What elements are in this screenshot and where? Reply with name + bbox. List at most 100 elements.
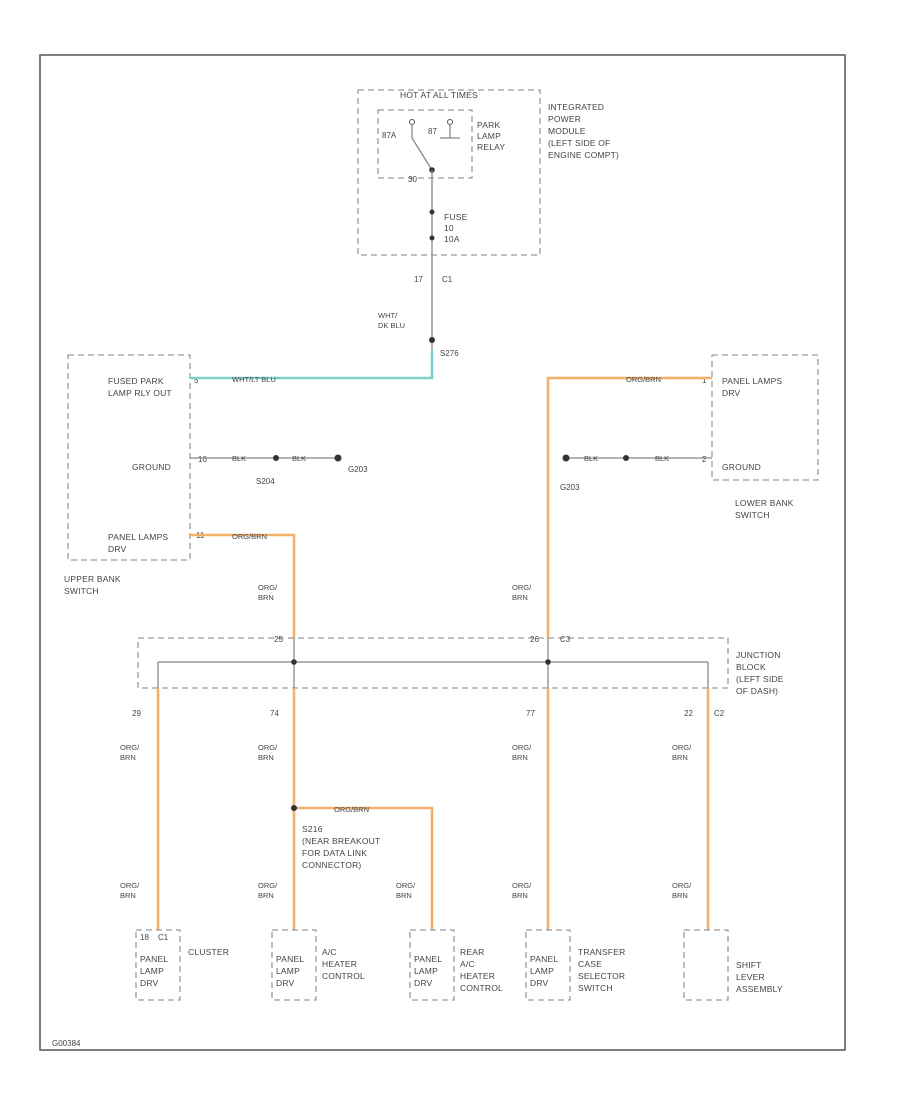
comp-wire-transfer-case: ORG/BRN — [512, 881, 532, 900]
junction-block-box — [137, 637, 729, 689]
cluster-name: CLUSTER — [188, 947, 229, 957]
splice-s276 — [429, 337, 435, 343]
junction-bottom-pin-2: 74 — [270, 709, 279, 718]
wire-color-drop-3: ORG/BRN — [512, 743, 532, 762]
comp-wire-cluster: ORG/BRN — [120, 881, 140, 900]
junction-node-right — [545, 659, 551, 665]
lower-ground-wire-2: BLK — [655, 454, 669, 463]
upper-ground-wire-1: BLK — [232, 454, 246, 463]
junction-bottom-pin-3: 77 — [526, 709, 535, 718]
ipm-connector: C1 — [442, 275, 453, 284]
s216-branch-wire-label: ORG/BRN — [334, 805, 369, 814]
ground-g203-lower — [562, 454, 570, 462]
lower-ground-label: GROUND — [722, 462, 761, 472]
junction-bottom-connector: C2 — [714, 709, 725, 718]
park-lamp-relay-box — [377, 109, 473, 179]
transfer-case-box — [525, 929, 571, 1001]
feed-wire-color: WHT/DK BLU — [378, 311, 405, 330]
fuse-terminal-bottom — [429, 235, 435, 241]
orange-wire-rear-ac-branch — [294, 806, 434, 930]
junction-top-pin-left: 25 — [274, 635, 283, 644]
orange-wire-lower-panel — [546, 376, 712, 638]
ipm-header: HOT AT ALL TIMES — [400, 90, 478, 100]
cluster-pin: 18 — [140, 933, 149, 942]
lower-panel-wire-label: ORG/BRN — [626, 375, 661, 384]
ground-g203-upper-label: G203 — [348, 465, 368, 474]
relay-pin-87a: 87A — [382, 131, 397, 140]
cluster-connector: C1 — [158, 933, 169, 942]
splice-s204 — [273, 455, 279, 461]
upper-ground-pin: 10 — [198, 455, 207, 464]
comp-wire-shift-lever: ORG/BRN — [672, 881, 692, 900]
upper-fused-pin: 5 — [194, 376, 199, 385]
lower-ground-splice — [623, 455, 629, 461]
upper-ground-wire-2: BLK — [292, 454, 306, 463]
wire-color-drop-2: ORG/BRN — [258, 743, 278, 762]
splice-s276-label: S276 — [440, 349, 459, 358]
relay-coil-lines — [411, 124, 460, 139]
lower-panel-pin: 1 — [702, 376, 707, 385]
shift-lever-box — [683, 929, 729, 1001]
blue-wire-label: WHT/LT BLU — [232, 375, 276, 384]
fuse-terminal-top — [429, 209, 435, 215]
upper-input-wire-color: ORG/BRN — [258, 583, 278, 602]
junction-bottom-pin-1: 29 — [132, 709, 141, 718]
upper-ground-label: GROUND — [132, 462, 171, 472]
upper-panel-wire-label: ORG/BRN — [232, 532, 267, 541]
blue-wire-fused-park — [190, 350, 434, 380]
junction-top-connector: C3 — [560, 635, 571, 644]
ground-g203-upper — [334, 454, 342, 462]
splice-s204-label: S204 — [256, 477, 275, 486]
cluster-box — [135, 929, 181, 1001]
comp-wire-rear-ac: ORG/BRN — [396, 881, 416, 900]
wire-color-drop-1: ORG/BRN — [120, 743, 140, 762]
junction-bus-drops — [157, 662, 709, 688]
junction-bottom-pin-4: 22 — [684, 709, 693, 718]
junction-node-left — [291, 659, 297, 665]
junction-top-pin-right: 26 — [530, 635, 539, 644]
relay-switch-arm — [411, 137, 433, 171]
lower-switch-box — [711, 354, 819, 481]
comp-wire-ac-heater: ORG/BRN — [258, 881, 278, 900]
wire-color-drop-4: ORG/BRN — [672, 743, 692, 762]
footer-code: G00384 — [52, 1039, 81, 1048]
ipm-box — [357, 89, 541, 256]
ac-heater-box — [271, 929, 317, 1001]
relay-contact-87 — [447, 119, 453, 125]
lower-ground-wire-1: BLK — [584, 454, 598, 463]
lower-input-wire-color: ORG/BRN — [512, 583, 532, 602]
relay-pin-87: 87 — [428, 127, 437, 136]
relay-pin-30: 30 — [408, 175, 417, 184]
diagram-frame — [39, 54, 846, 1051]
rear-ac-box — [409, 929, 455, 1001]
ground-g203-lower-label: G203 — [560, 483, 580, 492]
ipm-connector-pin: 17 — [414, 275, 423, 284]
